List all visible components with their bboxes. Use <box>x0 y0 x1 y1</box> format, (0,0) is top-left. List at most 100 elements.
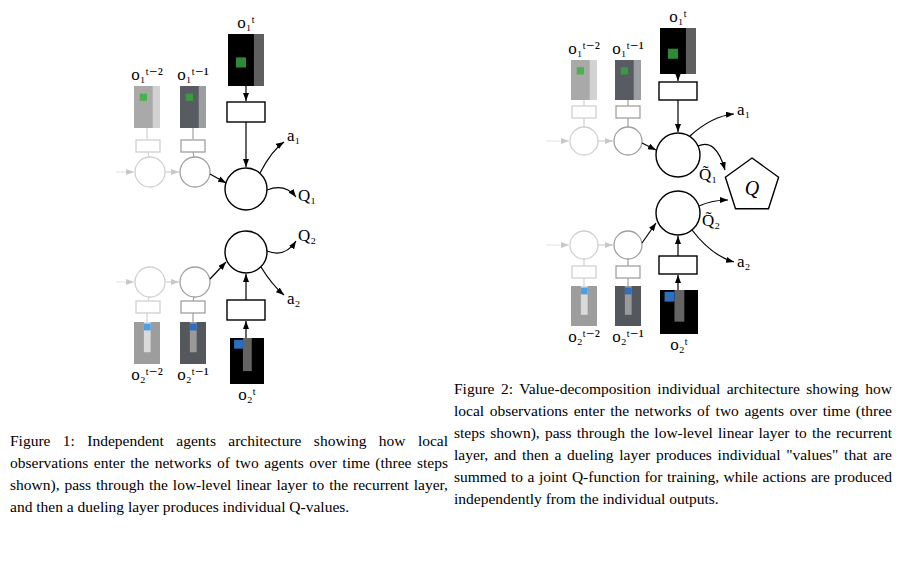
input-arrow <box>677 100 678 132</box>
image-stripe <box>153 86 160 128</box>
observation-image: o₁ᵗ⁻¹ <box>180 86 206 128</box>
image-stripe <box>686 28 696 74</box>
observation-label: o₂ᵗ⁻¹ <box>177 365 209 385</box>
output-label: Q̃₂ <box>702 211 720 231</box>
joint-q-label: Q <box>722 155 782 217</box>
image-ground <box>571 60 597 100</box>
recurrent-arrow <box>116 171 134 172</box>
image-stripe <box>674 290 684 322</box>
image-ground <box>615 60 641 100</box>
value-arrow <box>699 200 728 206</box>
observation-pixels <box>571 286 597 326</box>
recurrent-unit <box>180 157 210 187</box>
observation-pixels <box>180 86 206 128</box>
image-ground <box>228 34 264 86</box>
image-ground <box>660 290 698 334</box>
image-ground <box>660 28 696 74</box>
recurrent-arrow <box>165 281 179 282</box>
agent-square <box>668 49 678 59</box>
recurrent-arrow <box>210 174 226 183</box>
recurrent-arrow <box>116 281 134 282</box>
observation-image: o₁ᵗ⁻² <box>134 86 160 128</box>
recurrent-arrow <box>642 223 656 243</box>
image-stripe <box>243 338 252 371</box>
observation-label: o₁ᵗ <box>669 7 687 27</box>
output-label: Q₂ <box>298 226 316 246</box>
image-ground <box>134 86 160 128</box>
observation-pixels <box>230 338 264 384</box>
figure-caption: Figure 2: Value-decomposition individual… <box>454 378 892 510</box>
observation-pixels <box>134 322 160 364</box>
image-ground <box>134 322 160 364</box>
output-label: a₁ <box>737 100 750 120</box>
input-arrow <box>677 236 678 256</box>
input-line <box>148 297 149 301</box>
observation-label: o₂ᵗ⁻² <box>131 365 163 385</box>
observation-pixels <box>180 322 206 364</box>
observation-image: o₂ᵗ⁻¹ <box>180 322 206 364</box>
linear-layer <box>659 82 697 100</box>
image-stripe <box>254 34 264 86</box>
observation-pixels <box>134 86 160 128</box>
output-label: Q̃₁ <box>699 165 717 185</box>
recurrent-unit <box>135 157 165 187</box>
observation-label: o₁ᵗ <box>237 13 255 33</box>
recurrent-unit <box>570 231 598 259</box>
output-arrow <box>692 230 734 262</box>
input-line <box>583 259 584 266</box>
input-arrow <box>245 122 246 167</box>
image-stripe <box>190 322 197 352</box>
agent-square <box>625 288 632 295</box>
output-arrow <box>267 188 296 197</box>
recurrent-unit <box>180 267 210 297</box>
recurrent-arrow <box>598 140 613 141</box>
linear-layer <box>136 140 160 152</box>
observation-label: o₂ᵗ⁻² <box>568 327 600 347</box>
linear-layer <box>572 106 596 118</box>
joint-q-pentagon: Q <box>722 155 782 213</box>
input-line <box>148 152 149 157</box>
observation-image: o₁ᵗ <box>660 28 696 74</box>
image-stripe <box>581 286 588 315</box>
output-arrow <box>690 114 734 136</box>
recurrent-unit <box>656 133 700 177</box>
input-arrow <box>677 74 678 81</box>
input-line <box>146 128 147 139</box>
input-line <box>583 100 584 106</box>
image-stripe <box>590 60 597 100</box>
observation-image: o₂ᵗ⁻² <box>134 322 160 364</box>
linear-layer <box>616 106 640 118</box>
input-arrow <box>677 275 678 290</box>
input-arrow <box>245 86 246 101</box>
observation-image: o₁ᵗ <box>228 34 264 86</box>
observation-image: o₁ᵗ⁻¹ <box>615 60 641 100</box>
output-arrow <box>261 267 284 295</box>
image-ground <box>180 86 206 128</box>
input-line <box>627 259 628 266</box>
input-line <box>192 313 193 322</box>
image-stripe <box>634 60 641 100</box>
image-stripe <box>144 322 151 352</box>
output-label: a₁ <box>287 126 300 146</box>
linear-layer <box>572 266 596 278</box>
observation-label: o₂ᵗ⁻¹ <box>612 327 644 347</box>
agent-square <box>665 292 675 302</box>
linear-layer <box>227 300 265 320</box>
linear-layer <box>181 301 205 313</box>
linear-layer <box>227 102 265 122</box>
input-line <box>146 313 147 322</box>
output-arrow <box>267 241 296 253</box>
agent-square <box>140 94 147 101</box>
observation-label: o₁ᵗ⁻² <box>131 65 163 85</box>
figure-2-network <box>546 74 734 290</box>
observation-pixels <box>660 290 698 334</box>
image-ground <box>180 322 206 364</box>
linear-layer <box>659 256 697 274</box>
input-arrow <box>245 321 246 338</box>
observation-image: o₂ᵗ⁻² <box>571 286 597 326</box>
observation-image: o₂ᵗ <box>230 338 264 384</box>
input-line <box>193 152 194 157</box>
linear-layer <box>616 266 640 278</box>
input-line <box>193 297 194 301</box>
observation-pixels <box>228 34 264 86</box>
